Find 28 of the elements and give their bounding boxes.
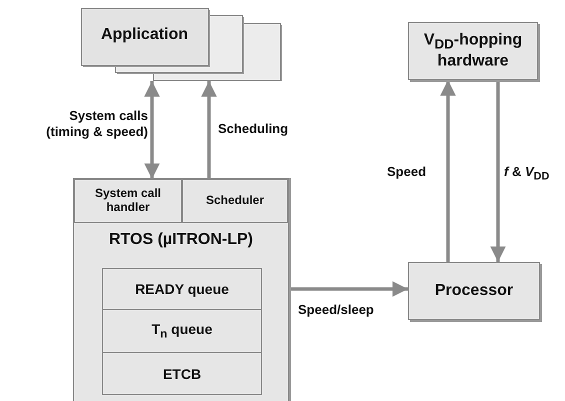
- queue-row: [102, 309, 262, 353]
- queue-row: [102, 352, 262, 395]
- node-label: ETCB: [162, 365, 202, 382]
- node-label: System call handler: [94, 187, 162, 215]
- header-cell: [182, 179, 288, 223]
- edge-label: System calls (timing & speed): [45, 108, 148, 140]
- header-cell: [74, 179, 182, 223]
- node-label: READY queue: [134, 280, 230, 298]
- node-label: V$_{DD}$-hopping hardware: [422, 32, 524, 70]
- edge-label: Speed/sleep: [298, 302, 374, 318]
- arrow: [144, 81, 160, 179]
- node-label: Processor: [434, 282, 514, 300]
- edge-label: Speed: [387, 164, 426, 180]
- edge-label: Scheduling: [218, 121, 288, 137]
- stacked-page-box: [81, 8, 283, 81]
- queue-row: [102, 268, 262, 310]
- arrow: [440, 80, 456, 262]
- rtos-block: [73, 178, 289, 401]
- process-box: [408, 22, 538, 80]
- arrow: [289, 281, 408, 297]
- process-box: [408, 262, 540, 320]
- node-label: RTOS (µITRON-LP): [108, 231, 254, 250]
- node-label: T$_{n}$ queue: [150, 320, 214, 342]
- edge-label: f & V$_{DD}$: [504, 164, 550, 184]
- arrow: [201, 81, 217, 179]
- node-label: Application: [100, 26, 190, 44]
- node-label: Scheduler: [204, 194, 266, 208]
- arrow: [490, 80, 506, 262]
